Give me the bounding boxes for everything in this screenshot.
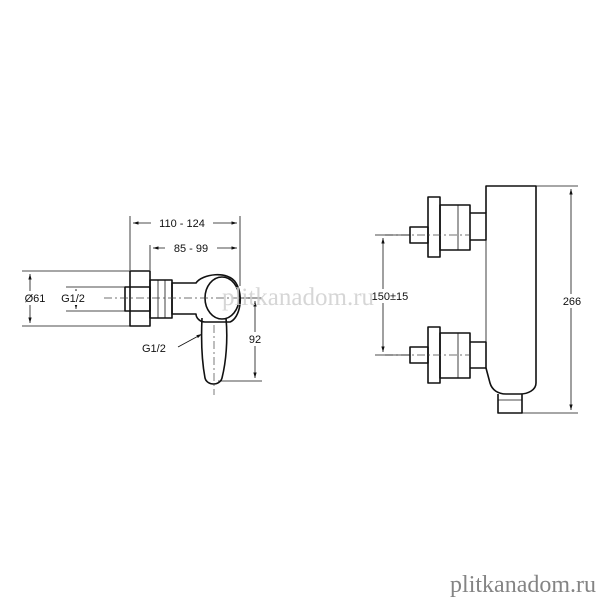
diameter-label: Ø61 — [25, 293, 46, 305]
lever-handle — [200, 317, 228, 385]
depth-range-label: 85 - 99 — [174, 243, 208, 255]
upper-nut — [439, 204, 471, 251]
coupling-nut — [149, 279, 173, 319]
inlet-thread-label: G1/2 — [61, 293, 85, 305]
front-view: 150±15 266 — [370, 185, 588, 414]
mixer-body — [171, 273, 242, 323]
outlet-thread-label: G1/2 — [142, 343, 166, 355]
mixer-column — [485, 185, 537, 395]
watermark-center: plitkanadom.ru — [222, 284, 375, 311]
inlet-connector — [124, 286, 151, 312]
upper-escutcheon — [427, 196, 441, 258]
side-view: 110 - 124 85 - 99 Ø61 G1/2 G1/2 92 — [22, 216, 268, 395]
inlet-spacing-label: 150±15 — [372, 291, 409, 303]
lower-escutcheon — [427, 326, 441, 384]
overall-height-label: 266 — [563, 296, 581, 308]
wall-escutcheon — [129, 270, 151, 327]
width-range-label: 110 - 124 — [159, 218, 205, 230]
shower-outlet — [497, 394, 523, 414]
lower-nut — [439, 332, 471, 379]
handle-height-label: 92 — [249, 334, 261, 346]
watermark-bottom: plitkanadom.ru — [450, 572, 596, 598]
